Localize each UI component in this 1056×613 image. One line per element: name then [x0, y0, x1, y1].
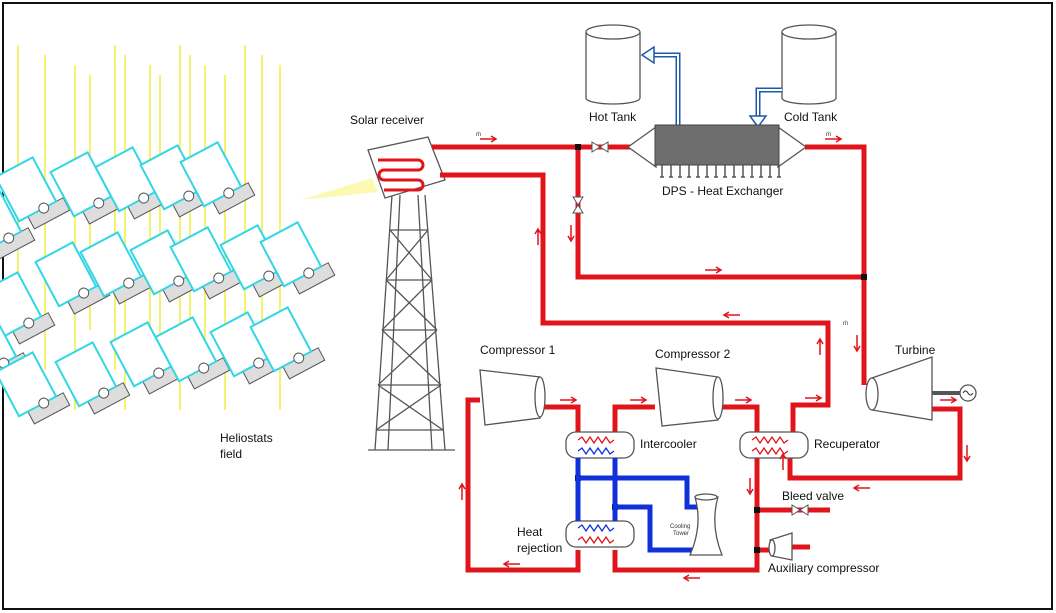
solar-receiver-label: Solar receiver [350, 113, 424, 127]
flow-arrow-icon [963, 445, 971, 463]
heliostat [0, 271, 56, 345]
flow-arrow-icon [502, 560, 520, 568]
flow-arrow-icon [458, 482, 466, 500]
solar-receiver [367, 136, 446, 199]
flow-arrow-icon [567, 225, 575, 243]
flow-arrow-icon [825, 135, 843, 143]
cooling-loop-pipes [575, 458, 697, 553]
flow-arrow-icon [746, 478, 754, 496]
bleed-valve-icon[interactable] [791, 504, 809, 516]
heliostat [79, 231, 156, 305]
bleed-valve-label: Bleed valve [782, 489, 844, 503]
flow-arrow-icon [735, 396, 753, 404]
compressor-2 [655, 367, 724, 427]
hot-tank-label: Hot Tank [589, 110, 637, 124]
cooling-tower-label: Cooling [670, 524, 690, 530]
hot-tank-pipe [652, 52, 681, 127]
hot-tank-arrow-icon [640, 45, 655, 65]
intercooler [565, 431, 635, 459]
heat-rejection-label-2: rejection [517, 541, 562, 555]
generator-icon [959, 384, 977, 402]
flow-arrow-icon [534, 227, 542, 245]
branch-valve-icon[interactable] [572, 196, 584, 214]
dps-heat-exchanger [626, 124, 808, 178]
turbine [865, 356, 960, 421]
heliostat [0, 186, 36, 260]
hot-loop-pipes [432, 144, 963, 573]
compressor-1-label: Compressor 1 [480, 343, 556, 357]
flow-arrow-icon [852, 484, 870, 492]
flow-arrow-icon [560, 396, 578, 404]
cooling-tower-label-2: Tower [673, 531, 689, 537]
turbine-label: Turbine [895, 343, 936, 357]
heliostat [0, 351, 71, 425]
flow-arrow-icon [722, 311, 740, 319]
compressor-2-label: Compressor 2 [655, 347, 731, 361]
flow-arrow-icon [853, 335, 861, 353]
heliostats-label: Heliostats [220, 431, 273, 445]
flow-arrow-icon [480, 135, 498, 143]
solar-tower [368, 194, 455, 451]
flow-arrow-icon [940, 396, 958, 404]
compressor-1 [479, 369, 546, 426]
cold-tank-arrow-icon [748, 115, 768, 129]
valve-icon[interactable] [591, 141, 609, 153]
heat-exchanger-label: DPS - Heat Exchanger [662, 184, 783, 198]
heliostat [34, 241, 111, 315]
cooling-tower [689, 493, 723, 556]
flow-arrow-icon [805, 394, 823, 402]
flow-arrows [458, 135, 971, 582]
cold-tank-pipe [755, 87, 782, 118]
recuperator [739, 431, 809, 459]
heliostat [259, 221, 336, 295]
flow-arrow-icon [816, 337, 824, 355]
intercooler-label: Intercooler [640, 437, 697, 451]
concentrated-beam [300, 178, 378, 200]
mass-flow-label-2: ṁ [826, 132, 831, 138]
heliostat [179, 141, 256, 215]
heat-rejection-label: Heat [517, 525, 543, 539]
recuperator-label: Recuperator [814, 437, 880, 451]
auxiliary-compressor [768, 532, 793, 561]
flow-arrow-icon [682, 574, 700, 582]
heliostat-field [0, 45, 336, 425]
heliostat [54, 341, 131, 415]
heliostat [249, 306, 326, 380]
mass-flow-label-3: ṁ [843, 321, 848, 327]
cold-tank-label: Cold Tank [784, 110, 838, 124]
mass-flow-label-1: ṁ [476, 132, 481, 138]
heliostat [0, 156, 71, 230]
cold-tank [781, 24, 837, 105]
flow-arrow-icon [705, 266, 723, 274]
auxiliary-compressor-label: Auxiliary compressor [768, 561, 879, 575]
heliostat [169, 226, 246, 300]
flow-arrow-icon [779, 452, 787, 470]
heat-rejection-exchanger [565, 520, 635, 548]
flow-arrow-icon [630, 396, 648, 404]
hot-tank [585, 24, 641, 105]
heliostats-label-2: field [220, 447, 242, 461]
